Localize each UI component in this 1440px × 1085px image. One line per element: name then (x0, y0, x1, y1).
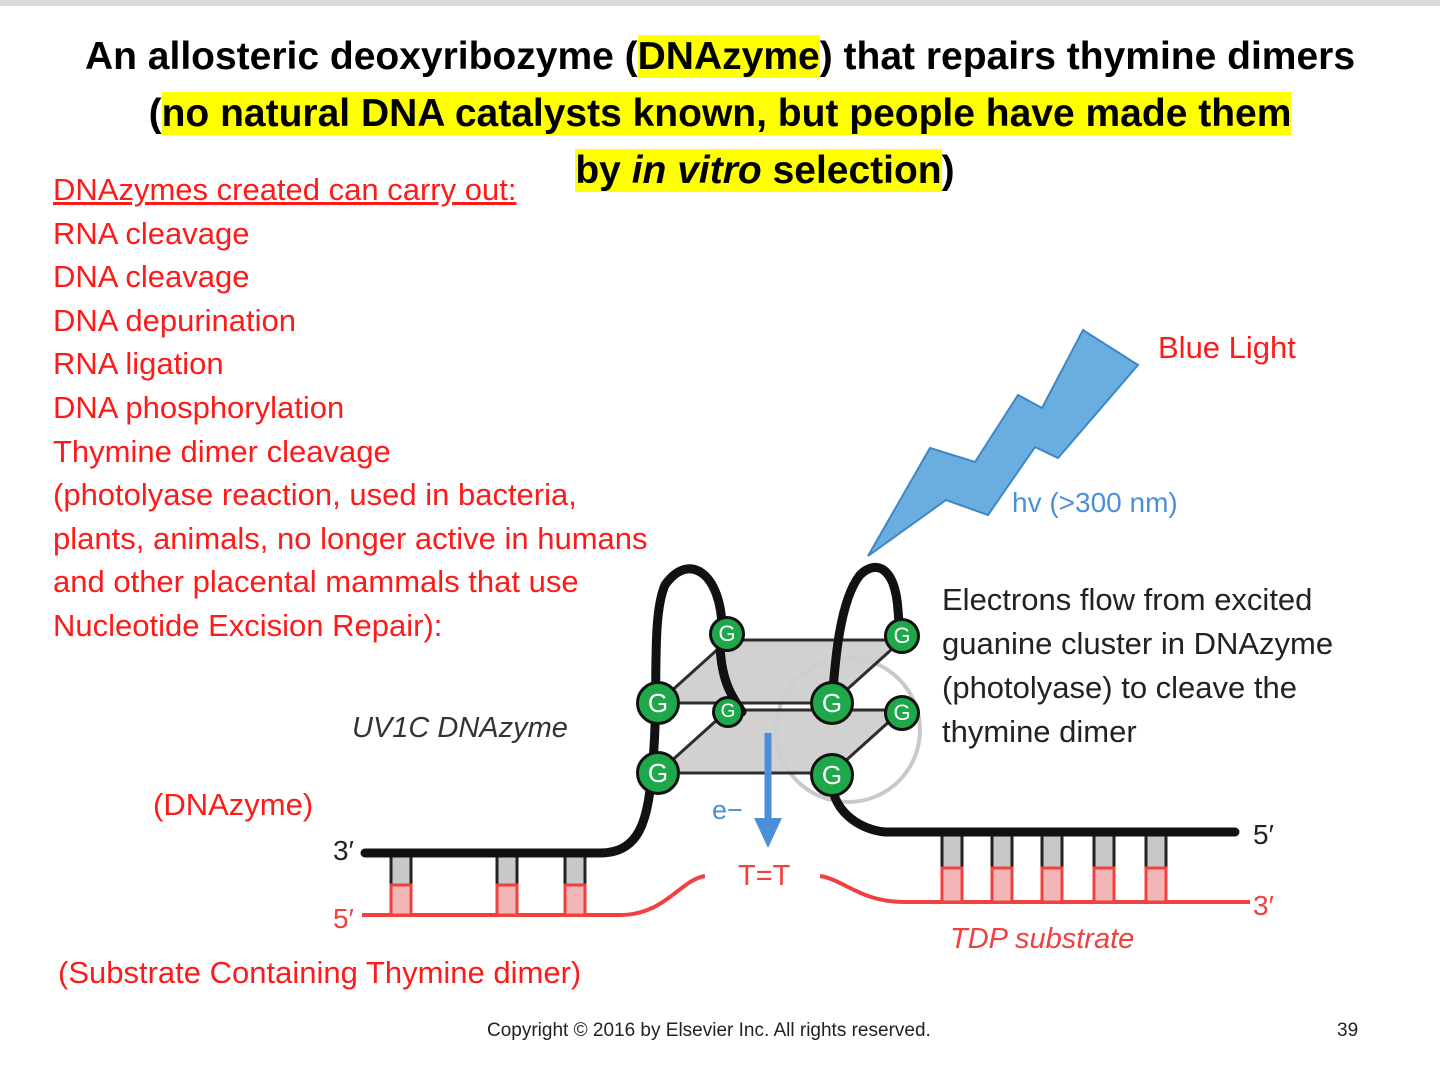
end-5prime-left: 5′ (333, 903, 354, 934)
base-pairs-left (389, 853, 587, 917)
guanine-g: G (810, 681, 854, 725)
activity-item: RNA cleavage (53, 215, 250, 251)
title-highlight-note: no natural DNA catalysts known, but peop… (161, 92, 1292, 135)
title-line-3-paren: ) (941, 149, 955, 192)
guanine-g: G (709, 616, 745, 652)
explanation-line: (photolyase) to cleave the (942, 670, 1297, 705)
guanine-g: G (810, 753, 854, 797)
guanine-g: G (884, 618, 920, 654)
explanation-line: Electrons flow from excited (942, 582, 1313, 617)
explanation-line: thymine dimer (942, 714, 1137, 749)
title-line-1-start: An allosteric deoxyribozyme ( (84, 35, 638, 78)
activity-list-heading: DNAzymes created can carry out: (53, 172, 517, 207)
guanine-plane-top (654, 638, 906, 705)
substrate-strand-left (362, 874, 706, 917)
title-line-1: An allosteric deoxyribozyme (DNAzyme) th… (0, 28, 1440, 85)
activity-item: and other placental mammals that use (53, 564, 579, 600)
base-pairs-right (940, 833, 1168, 904)
blue-light-bolt-icon (867, 328, 1140, 557)
activity-item: Nucleotide Excision Repair): (53, 607, 443, 643)
dnazyme-label: (DNAzyme) (153, 787, 314, 822)
wavelength-label: hv (>300 nm) (1012, 487, 1178, 518)
dnazyme-activity-list: DNAzymes created can carry out: RNA clea… (53, 168, 713, 648)
activity-item: Thymine dimer cleavage (53, 433, 391, 469)
dnazyme-strand (360, 562, 1240, 858)
title-line-1-end: ) that repairs thymine dimers (819, 35, 1356, 78)
guanine-g: G (636, 751, 680, 795)
explanation-line: guanine cluster in DNAzyme (942, 626, 1334, 661)
electron-flow-explanation: Electrons flow from excited guanine clus… (942, 578, 1382, 754)
activity-item: (photolyase reaction, used in bacteria, (53, 477, 577, 513)
electron-label: e− (712, 795, 743, 825)
page-number: 39 (1337, 1020, 1359, 1041)
title-highlight-selection: by in vitro selection (575, 149, 942, 192)
slide-top-border (0, 0, 1440, 6)
activity-item: DNA phosphorylation (53, 389, 345, 425)
guanine-g: G (884, 695, 920, 731)
thymine-dimer-label: T=T (738, 860, 791, 892)
title-line-2: (no natural DNA catalysts known, but peo… (0, 85, 1440, 142)
substrate-strand-right (819, 874, 1250, 904)
activity-item: RNA ligation (53, 346, 224, 382)
blue-light-label: Blue Light (1158, 330, 1296, 365)
title-line-3-selection: selection (761, 149, 942, 192)
end-3prime-left: 3′ (333, 835, 354, 866)
title-line-3: by in vitro selection) (0, 142, 1440, 199)
copyright-notice: Copyright © 2016 by Elsevier Inc. All ri… (487, 1020, 931, 1041)
electron-flow-arrow-icon (754, 733, 782, 848)
title-line-3-in-vitro: in vitro (631, 149, 762, 192)
activity-item: DNA depurination (53, 302, 296, 338)
activity-item: plants, animals, no longer active in hum… (53, 520, 648, 556)
title-line-3-by: by (575, 149, 632, 192)
title-highlight-dnazyme: DNAzyme (637, 35, 820, 78)
end-5prime-right: 5′ (1253, 819, 1274, 850)
guanine-plane-bottom (654, 708, 906, 775)
guanine-g: G (712, 696, 744, 728)
activity-item: DNA cleavage (53, 259, 250, 295)
end-3prime-right: 3′ (1253, 890, 1274, 921)
slide-title: An allosteric deoxyribozyme (DNAzyme) th… (0, 28, 1440, 199)
tdp-substrate-label: TDP substrate (950, 923, 1135, 955)
title-line-2-paren: ( (148, 92, 162, 135)
substrate-label: (Substrate Containing Thymine dimer) (58, 955, 582, 990)
enzyme-name-label: UV1C DNAzyme (352, 712, 568, 744)
guanine-g: G (636, 681, 680, 725)
